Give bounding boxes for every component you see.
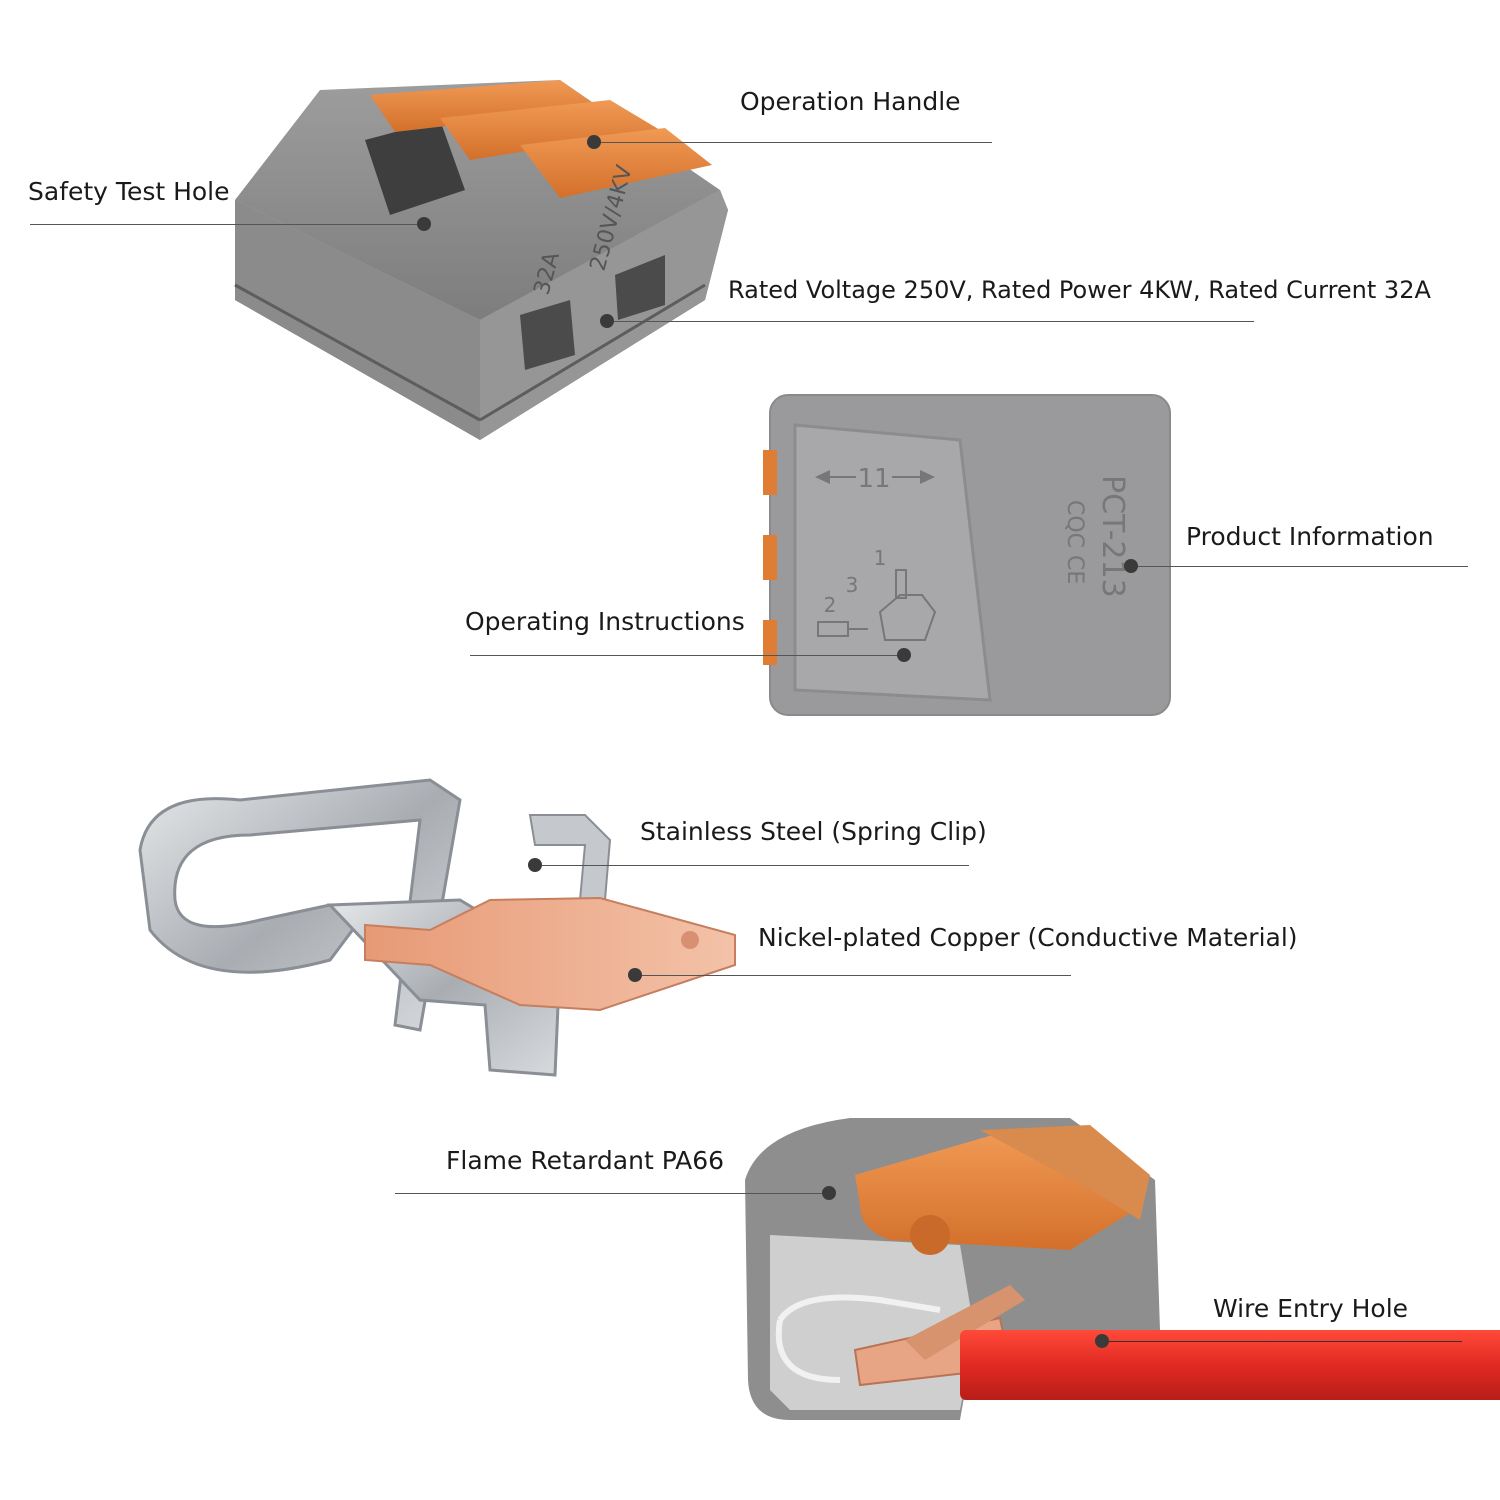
pointer-safety-test-hole (417, 217, 431, 231)
leader-stainless-steel (535, 865, 969, 866)
pointer-nickel-copper (628, 968, 642, 982)
pointer-product-information (1124, 559, 1138, 573)
label-operation-handle: Operation Handle (740, 87, 961, 116)
connector-top-face: 11 1 2 3 PCT-213 CQC CE (763, 394, 1171, 716)
leader-product-information (1131, 566, 1468, 567)
pointer-wire-entry-hole (1095, 1334, 1109, 1348)
pointer-rated-spec (600, 314, 614, 328)
connector-cross-section (745, 1118, 1500, 1420)
label-wire-entry-hole: Wire Entry Hole (1213, 1294, 1409, 1323)
operation-handle-levers (370, 80, 712, 198)
leader-operating-instructions (470, 655, 904, 656)
marking-strip-length: 11 (857, 464, 890, 494)
leader-wire-entry-hole (1102, 1341, 1462, 1342)
label-product-information: Product Information (1186, 522, 1434, 551)
leader-rated-spec (607, 321, 1254, 322)
marking-model: PCT-213 (1095, 475, 1130, 598)
safety-test-hole-shape (365, 120, 465, 215)
label-rated-spec: Rated Voltage 250V, Rated Power 4KW, Rat… (728, 276, 1431, 304)
spring-clip-assembly (138, 778, 736, 1077)
leader-operation-handle (594, 142, 992, 143)
label-operating-instructions: Operating Instructions (465, 607, 745, 636)
pointer-operation-handle (587, 135, 601, 149)
label-safety-test-hole: Safety Test Hole (28, 177, 230, 206)
marking-step-1: 1 (874, 546, 887, 570)
label-stainless-steel: Stainless Steel (Spring Clip) (640, 817, 987, 846)
leader-safety-test-hole (30, 224, 424, 225)
marking-step-2: 2 (824, 593, 837, 617)
red-wire-shape (960, 1330, 1500, 1400)
copper-bar-shape (364, 896, 736, 1012)
label-flame-retardant: Flame Retardant PA66 (446, 1146, 725, 1175)
marking-certs: CQC CE (1062, 500, 1087, 584)
marking-step-3: 3 (846, 573, 859, 597)
operating-instruction-pictogram (817, 569, 937, 641)
leader-nickel-copper (635, 975, 1071, 976)
pointer-flame-retardant (822, 1186, 836, 1200)
connector-top-view: 32A 250V/4KV (234, 80, 728, 440)
pointer-stainless-steel (528, 858, 542, 872)
label-nickel-copper: Nickel-plated Copper (Conductive Materia… (758, 923, 1298, 952)
leader-flame-retardant (395, 1193, 829, 1194)
pointer-operating-instructions (897, 648, 911, 662)
